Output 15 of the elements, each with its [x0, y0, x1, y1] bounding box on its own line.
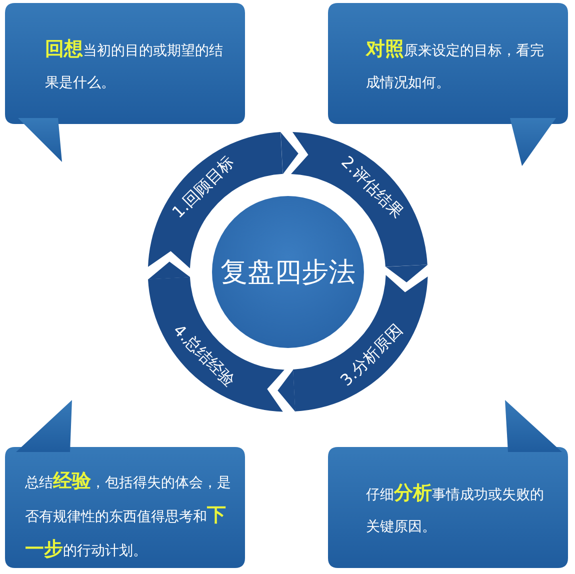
chevron-arrow [386, 264, 428, 282]
step-label: 2.评估结果 [337, 152, 408, 224]
callout-text: 回想当初的目的或期望的结果是什么。 [45, 37, 224, 93]
chevron-arrow [278, 370, 296, 412]
step-label: 4.总结经验 [168, 320, 240, 392]
chevron-arrow [280, 132, 298, 174]
chevron-arrow [148, 262, 190, 280]
callout-text: 总结经验，包括得失的体会，是否有规律性的东西值得思考和下一步的行动计划。 [25, 469, 232, 562]
callout-text: 对照原来设定的目标，看完成情况如何。 [366, 37, 545, 93]
center-title: 复盘四步法 [220, 256, 356, 290]
callout-box [328, 400, 568, 568]
callout-box [5, 400, 245, 568]
step-label: 1.回顾目标 [168, 152, 239, 224]
step-label: 3.分析原因 [336, 320, 408, 392]
callout-text: 仔细分析事情成功或失败的关键原因。 [366, 481, 545, 537]
